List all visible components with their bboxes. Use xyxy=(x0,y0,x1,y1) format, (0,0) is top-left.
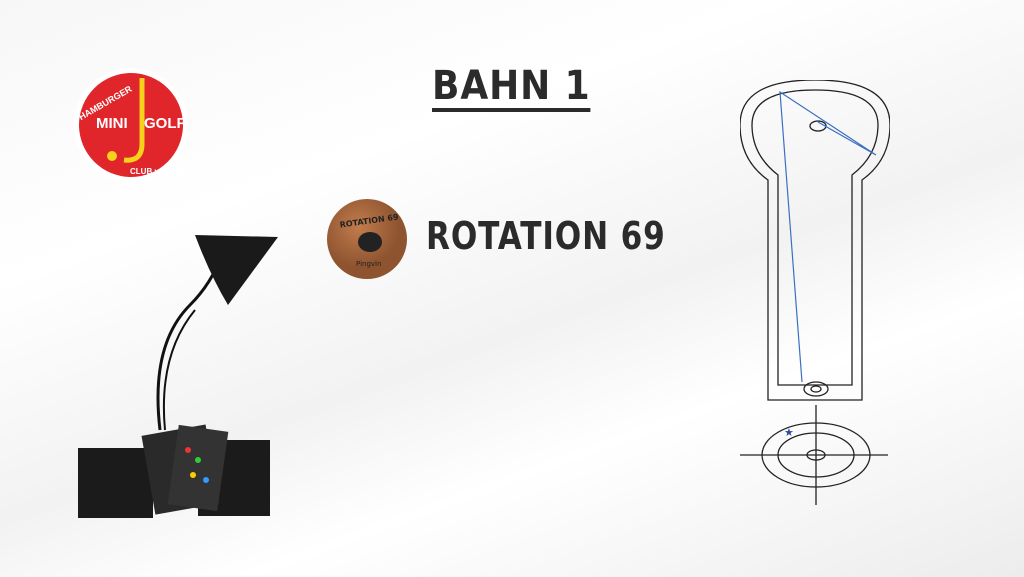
svg-text:★: ★ xyxy=(784,426,794,439)
svg-text:GOLF: GOLF xyxy=(144,115,186,132)
ball-case-image xyxy=(78,420,273,526)
ball-image: ROTATION 69 Pingvin xyxy=(326,198,408,280)
svg-text:Pingvin: Pingvin xyxy=(356,260,381,268)
arrow-drawing xyxy=(150,225,290,439)
club-logo: MINI GOLF HAMBURGER CLUB von 1965 xyxy=(72,66,190,184)
hole-diagram: ★ xyxy=(739,79,891,514)
svg-text:CLUB von 1965: CLUB von 1965 xyxy=(130,167,189,176)
ball-name: ROTATION 69 xyxy=(426,214,666,258)
svg-text:MINI: MINI xyxy=(96,115,128,132)
slide-title: BAHN 1 xyxy=(432,64,591,112)
